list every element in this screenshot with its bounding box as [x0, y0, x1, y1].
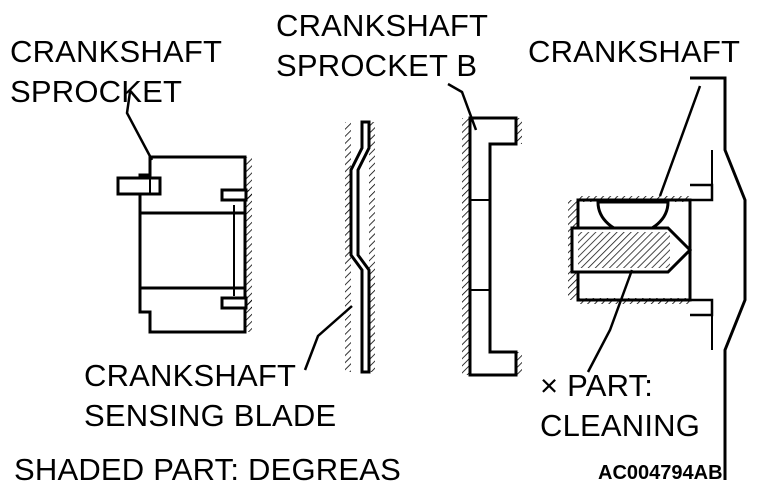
figure-code: AC004794AB	[598, 462, 723, 484]
label-crankshaft: CRANKSHAFT	[528, 34, 741, 69]
cleaning-leader-line	[586, 269, 634, 373]
blade-leader-line	[303, 305, 353, 371]
label-crankshaft-sprocket-line1: CRANKSHAFT	[10, 34, 223, 69]
label-part-cleaning-line1: × PART:	[540, 368, 654, 403]
label-crankshaft-sprocket-b-line2: SPROCKET B	[276, 48, 478, 83]
label-sensing-blade-line1: CRANKSHAFT	[84, 358, 297, 393]
label-part-cleaning-line2: CLEANING	[540, 408, 701, 443]
crankshaft-sprocket-b-drawing	[462, 116, 522, 377]
label-sensing-blade-line2: SENSING BLADE	[84, 398, 337, 433]
crankshaft-leader-line	[658, 85, 702, 197]
sprocket-leader-line	[125, 91, 154, 161]
crankshaft-sprocket-drawing	[116, 155, 252, 334]
sensing-blade-drawing	[345, 120, 375, 374]
sprocket-b-leader-line	[447, 82, 478, 131]
label-crankshaft-sprocket-line2: SPROCKET	[10, 74, 183, 109]
label-crankshaft-sprocket-b-line1: CRANKSHAFT	[276, 8, 489, 43]
crankshaft-drawing	[568, 76, 747, 480]
label-shaded-part-note: SHADED PART: DEGREAS	[14, 452, 402, 487]
